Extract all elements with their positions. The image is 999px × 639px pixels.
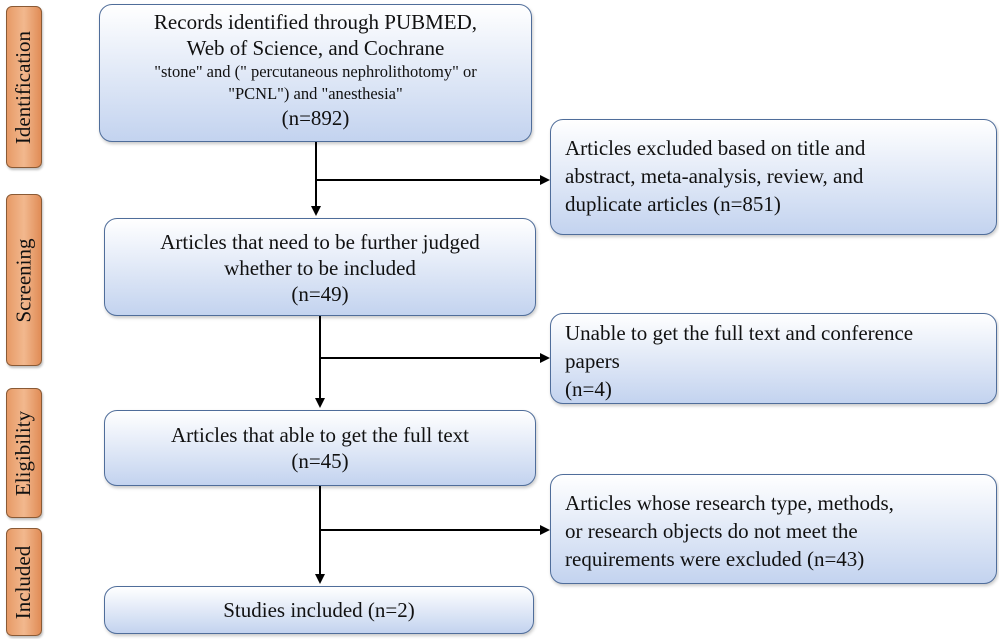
- screening-line2: whether to be included: [224, 256, 416, 280]
- no-fulltext-line3: (n=4): [565, 377, 612, 401]
- stage-screening: Screening: [6, 194, 42, 366]
- eligible-count: (n=45): [291, 449, 349, 473]
- no-fulltext-line1: Unable to get the full text and conferen…: [565, 321, 914, 345]
- box-excluded-title: Articles excluded based on title and abs…: [550, 119, 997, 235]
- box-screening: Articles that need to be further judged …: [104, 218, 536, 316]
- identified-count: (n=892): [281, 106, 350, 130]
- stage-eligibility: Eligibility: [6, 388, 42, 518]
- excluded-methods-line2: or research objects do not meet the: [565, 519, 858, 543]
- eligible-line1: Articles that able to get the full text: [171, 423, 469, 447]
- identified-line1: Records identified through PUBMED,: [153, 10, 478, 34]
- box-records-identified: Records identified through PUBMED, Web o…: [99, 4, 532, 142]
- box-eligible: Articles that able to get the full text …: [104, 410, 536, 486]
- identified-query1: "stone" and (" percutaneous nephrolithot…: [154, 62, 477, 81]
- identified-line2: Web of Science, and Cochrane: [186, 36, 445, 60]
- box-excluded-methods: Articles whose research type, methods, o…: [550, 474, 997, 584]
- excluded-methods-line3: requirements were excluded (n=43): [565, 547, 865, 571]
- screening-line1: Articles that need to be further judged: [160, 230, 480, 254]
- excluded-title-line2: abstract, meta-analysis, review, and: [565, 164, 864, 188]
- identified-query2: "PCNL") and "anesthesia": [228, 84, 403, 103]
- box-included: Studies included (n=2): [104, 586, 534, 634]
- excluded-title-line3: duplicate articles (n=851): [565, 192, 781, 216]
- no-fulltext-line2: papers: [565, 349, 620, 373]
- stage-included: Included: [6, 528, 42, 636]
- excluded-methods-line1: Articles whose research type, methods,: [565, 491, 894, 515]
- included-line1: Studies included (n=2): [223, 598, 415, 622]
- stage-identification: Identification: [6, 6, 42, 168]
- excluded-title-line1: Articles excluded based on title and: [565, 136, 866, 160]
- box-no-fulltext: Unable to get the full text and conferen…: [550, 313, 997, 404]
- screening-count: (n=49): [291, 282, 349, 306]
